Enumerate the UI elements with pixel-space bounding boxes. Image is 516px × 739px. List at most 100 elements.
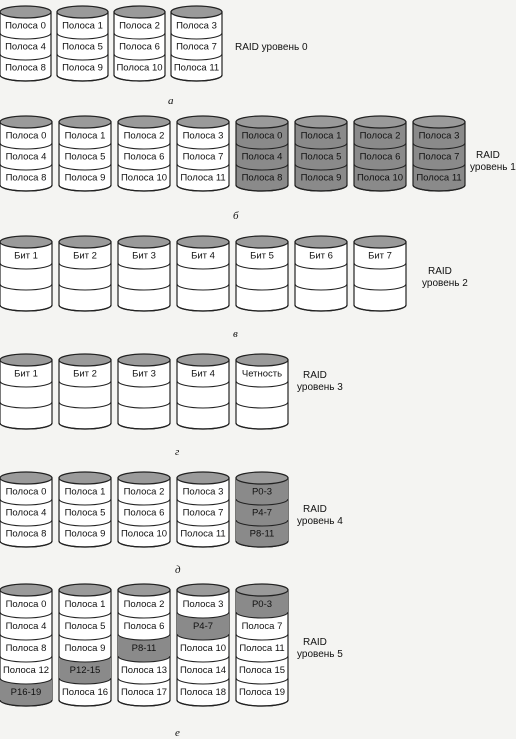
platter-separator — [58, 142, 112, 150]
disk-bottom-edge — [176, 540, 230, 548]
platter-separator — [117, 655, 171, 663]
platter-separator — [294, 283, 348, 291]
cell-label: Полоса 11 — [416, 173, 461, 184]
section-caption: д — [175, 564, 181, 576]
disk-bottom-edge — [170, 74, 223, 82]
disk-bottom-edge — [353, 184, 407, 192]
platter-separator — [235, 142, 289, 150]
parity-cell-fill — [177, 612, 229, 640]
section-caption: а — [168, 95, 174, 107]
disk-top — [235, 353, 289, 367]
disk-bottom-edge — [235, 304, 289, 312]
platter-separator — [0, 401, 53, 409]
disk: Бит 4 — [176, 353, 230, 430]
platter-separator — [117, 262, 171, 270]
platter-separator — [176, 498, 230, 506]
disk-bottom-edge — [117, 304, 171, 312]
disk-bottom-edge — [0, 74, 52, 82]
cell-label: Полоса 2 — [119, 21, 160, 32]
disk-top — [113, 5, 166, 19]
disk-top — [117, 115, 171, 129]
platter-separator — [294, 142, 348, 150]
parity-cell-fill — [236, 590, 288, 618]
cell-label: Полоса 10 — [357, 173, 403, 184]
disk-top — [56, 5, 109, 19]
platter-separator — [58, 519, 112, 527]
cell-label: Четность — [242, 369, 282, 380]
disk-top — [117, 235, 171, 249]
platter-separator — [0, 633, 53, 641]
cell-label: Полоса 1 — [301, 131, 342, 142]
platter-separator — [117, 142, 171, 150]
platter-separator — [113, 53, 166, 61]
disk-top — [0, 471, 53, 485]
cell-label: Полоса 8 — [5, 63, 46, 74]
disk: Бит 1 — [0, 235, 53, 312]
cell-label: Полоса 3 — [176, 21, 217, 32]
cell-label: Полоса 7 — [242, 621, 283, 632]
parity-cell-fill — [236, 478, 288, 505]
platter-separator — [176, 401, 230, 409]
disk-top — [117, 353, 171, 367]
disk-bottom-edge — [176, 304, 230, 312]
cell-label: Полоса 1 — [65, 599, 106, 610]
cell-label: Полоса 3 — [183, 487, 224, 498]
platter-separator — [0, 142, 53, 150]
platter-separator — [176, 262, 230, 270]
cell-label: Бит 7 — [368, 251, 392, 262]
disk-top — [0, 583, 53, 597]
cell-label: Полоса 6 — [124, 508, 165, 519]
disk: Полоса 3 Полоса 7 Полоса 11 — [176, 471, 230, 548]
platter-separator — [58, 611, 112, 619]
cell-label: Полоса 7 — [183, 508, 224, 519]
disk: Бит 1 — [0, 353, 53, 430]
raid-level-label-line: RAID — [476, 150, 500, 161]
platter-separator — [117, 677, 171, 685]
disk: Бит 3 — [117, 235, 171, 312]
platter-separator — [235, 380, 289, 388]
cell-label: Полоса 0 — [6, 599, 47, 610]
cell-label: Полоса 5 — [65, 508, 106, 519]
cell-label: Бит 1 — [14, 251, 38, 262]
platter-separator — [0, 262, 53, 270]
cell-label: Полоса 11 — [180, 529, 225, 540]
disk-bottom-edge — [58, 540, 112, 548]
platter-separator — [170, 53, 223, 61]
disk-bottom-edge — [58, 184, 112, 192]
cell-label: Полоса 5 — [301, 152, 342, 163]
platter-separator — [235, 519, 289, 527]
cell-label: Бит 6 — [309, 251, 333, 262]
cell-label: Полоса 3 — [419, 131, 460, 142]
cell-label: Полоса 6 — [360, 152, 401, 163]
disk-top — [176, 471, 230, 485]
platter-separator — [0, 611, 53, 619]
cell-label: Полоса 5 — [65, 152, 106, 163]
cell-label: Полоса 15 — [239, 665, 285, 676]
platter-separator — [176, 655, 230, 663]
disk-bottom-edge — [0, 422, 53, 430]
raid-level-label-line: RAID уровень 0 — [235, 42, 308, 53]
cell-label: Полоса 8 — [6, 643, 47, 654]
disk-top — [58, 471, 112, 485]
platter-separator — [0, 163, 53, 171]
disk-bottom-edge — [0, 304, 53, 312]
platter-separator — [176, 611, 230, 619]
cell-label: Полоса 4 — [5, 42, 46, 53]
platter-separator — [170, 32, 223, 40]
section-caption: б — [233, 210, 239, 222]
cell-label: Полоса 12 — [3, 665, 49, 676]
disk-top — [0, 115, 53, 129]
cell-label: Бит 4 — [191, 369, 215, 380]
